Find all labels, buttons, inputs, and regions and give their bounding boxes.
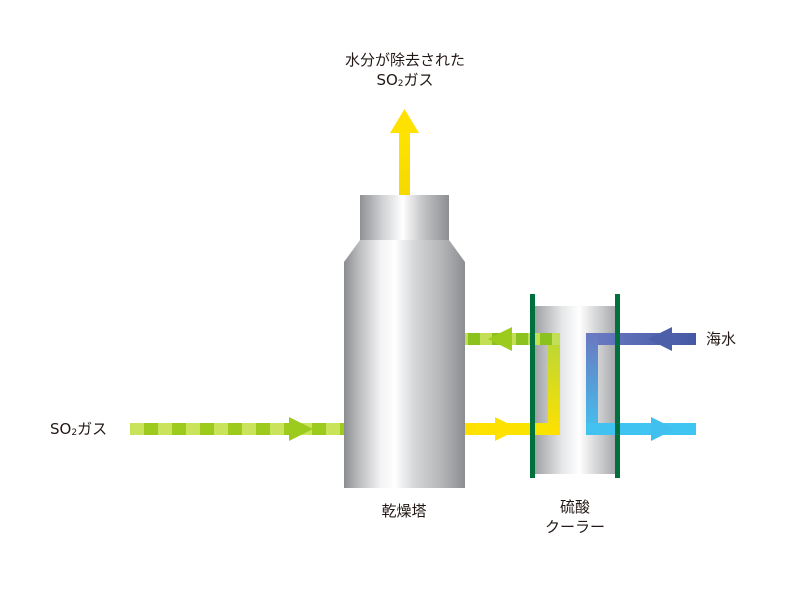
seawater-inlet-arrowhead	[648, 327, 672, 351]
seawater-outlet-arrowhead	[651, 417, 675, 441]
drying-tower-label: 乾燥塔	[381, 502, 427, 520]
drying-tower	[344, 195, 465, 488]
inlet-gas-gas-text: ガス	[77, 420, 108, 438]
inlet-gas-subscript: 2	[71, 428, 78, 438]
drying-tower-top	[360, 195, 449, 240]
outlet-gas-so-text: SO	[376, 71, 398, 89]
outlet-gas-pipe	[399, 130, 410, 198]
outlet-gas-arrowhead	[390, 109, 419, 133]
outlet-gas-subscript: 2	[397, 79, 404, 89]
inlet-gas-so-text: SO	[50, 420, 72, 438]
cooler-label-line1: 硫酸	[559, 498, 590, 516]
acid-return-pipe	[465, 333, 560, 345]
outlet-gas-gas-text: ガス	[403, 71, 434, 89]
inlet-gas-label: SO2ガス	[50, 419, 107, 443]
inlet-gas-arrowhead	[289, 417, 313, 441]
seawater-label: 海水	[706, 330, 737, 348]
outlet-gas-label-line2: SO2ガス	[325, 70, 485, 94]
outlet-gas-label-line1: 水分が除去された	[344, 51, 465, 69]
cooler-label: 硫酸 クーラー	[525, 497, 625, 537]
acid-to-cooler-arrowhead	[495, 417, 519, 441]
acid-return-arrowhead	[488, 327, 512, 351]
seawater-inlet-pipe	[586, 333, 696, 345]
drying-tower-shoulder	[344, 240, 465, 262]
cooler-label-line2: クーラー	[544, 518, 605, 536]
drying-tower-body	[344, 262, 465, 488]
seawater-outlet-pipe	[586, 423, 696, 435]
acid-riser-pipe	[548, 333, 560, 435]
sulfuric-acid-cooler	[533, 306, 617, 474]
cooler-left-plate	[530, 294, 535, 478]
cooler-body	[533, 306, 617, 474]
cooler-right-plate	[615, 294, 620, 478]
outlet-gas-label: 水分が除去された SO2ガス	[325, 50, 485, 94]
seawater-riser-pipe	[586, 333, 598, 435]
